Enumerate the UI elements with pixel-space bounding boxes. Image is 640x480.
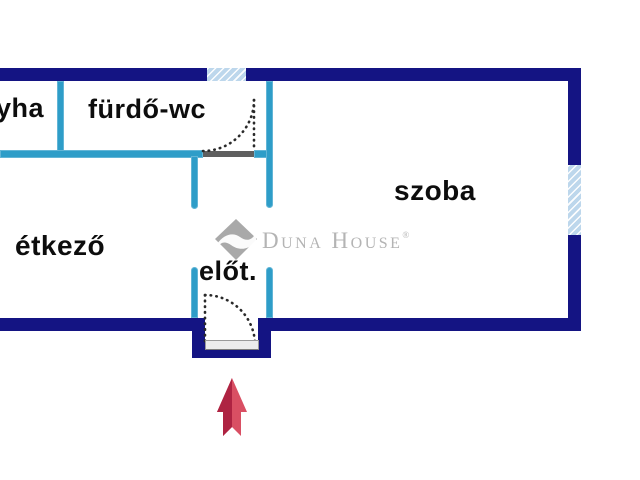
duna-house-logo-icon [215, 219, 257, 260]
entrance-door-swing [203, 293, 257, 347]
bathroom-door-swing [201, 98, 256, 153]
wall-bottom-left [0, 318, 205, 331]
room-label-bathroom: fürdő-wc [88, 94, 206, 124]
bathroom-door-threshold [203, 151, 254, 157]
window-right [568, 165, 581, 235]
room-label-dining: étkező [15, 230, 106, 261]
room-label-room: szoba [394, 175, 476, 206]
watermark-brand-name: Duna House [262, 228, 403, 253]
wall-bathroom-bottom-right [254, 150, 273, 158]
room-label-hallway: előt. [199, 256, 258, 286]
wall-kitchen-bathroom-divider [57, 81, 64, 158]
room-label-kitchen: yha [0, 93, 45, 123]
watermark-brand-text: Duna House® [262, 229, 409, 252]
wall-top-left [0, 68, 207, 81]
wall-top-right [246, 68, 581, 81]
wall-hall-left-lower [191, 267, 198, 318]
entrance-threshold [205, 340, 259, 350]
entrance-arrow-icon [217, 378, 247, 436]
wall-bathroom-bottom-left [0, 150, 203, 158]
wall-right-lower [568, 235, 581, 331]
wall-hall-left-upper [191, 156, 198, 209]
wall-bathroom-room-divider [266, 81, 273, 208]
window-top [207, 68, 246, 81]
wall-right-upper [568, 68, 581, 165]
wall-bottom-right [270, 318, 581, 331]
registered-trademark-symbol: ® [402, 230, 410, 240]
wall-hall-right-lower [266, 267, 273, 318]
